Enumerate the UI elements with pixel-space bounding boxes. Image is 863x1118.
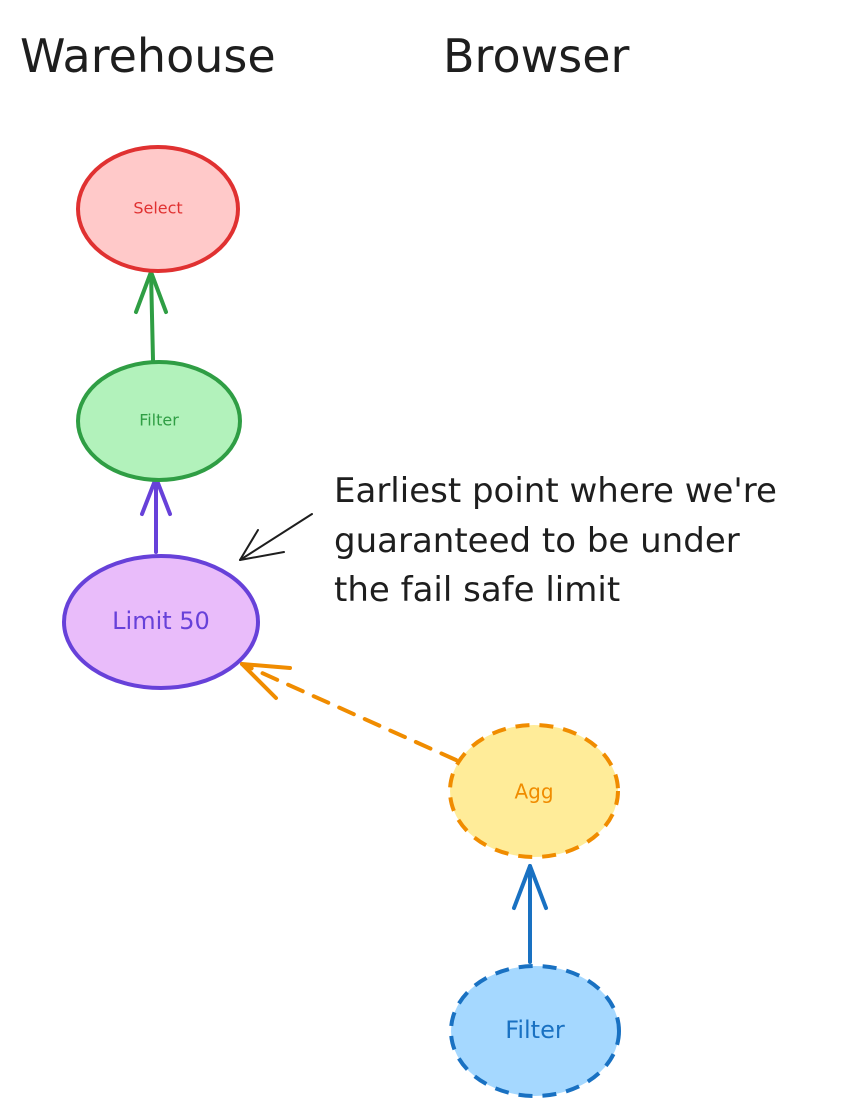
warehouse-heading: Warehouse	[20, 29, 276, 83]
edge-agg-to-limit	[240, 662, 458, 762]
annotation-arrow	[239, 513, 313, 561]
node-limit: Limit 50	[62, 554, 260, 690]
edge-filter-to-select	[134, 270, 168, 362]
node-filter-top-label: Filter	[139, 411, 179, 430]
node-filter-bottom-shape	[449, 964, 621, 1098]
edge-limit-to-filter	[140, 476, 172, 554]
node-filter-bottom-label: Filter	[505, 1016, 565, 1044]
browser-heading: Browser	[443, 29, 629, 83]
node-filter-top: Filter	[76, 360, 242, 482]
node-limit-shape	[62, 554, 260, 690]
edge-filter-to-agg	[512, 864, 548, 964]
node-select-shape	[76, 145, 240, 273]
annotation-line-2: guaranteed to be under	[334, 521, 740, 561]
node-agg: Agg	[448, 723, 620, 859]
node-filter-bottom: Filter	[449, 964, 621, 1098]
node-filter-top-shape	[76, 360, 242, 482]
node-select-label: Select	[133, 199, 182, 218]
node-agg-shape	[448, 723, 620, 859]
node-agg-label: Agg	[514, 780, 553, 804]
annotation-line-3: the fail safe limit	[334, 570, 620, 610]
node-select: Select	[76, 145, 240, 273]
annotation-line-1: Earliest point where we're	[334, 471, 777, 511]
node-limit-label: Limit 50	[112, 607, 210, 635]
